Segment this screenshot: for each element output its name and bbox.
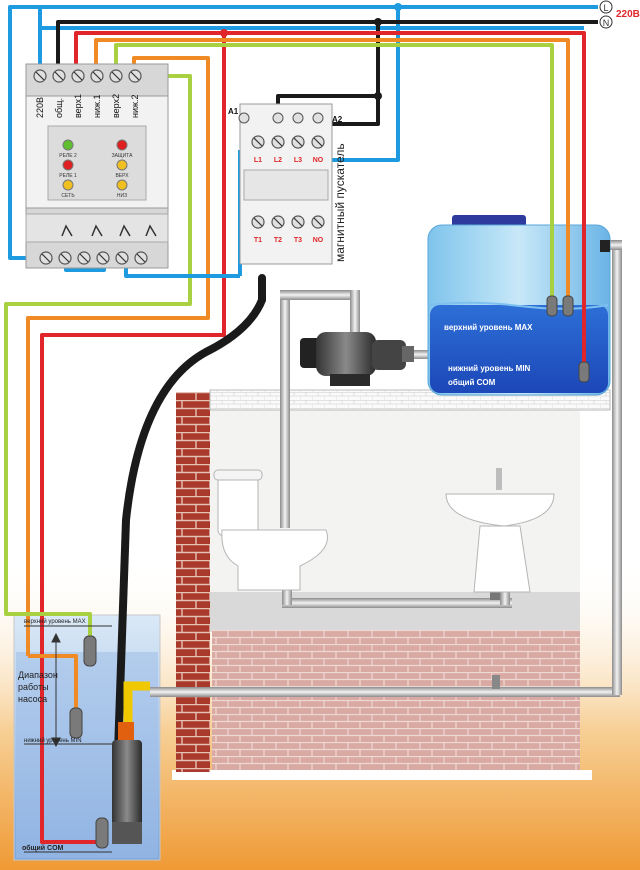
relay-terminal-screw-icon	[109, 69, 123, 83]
relay-terminal-label: ниж.2	[130, 94, 140, 118]
well-range-line-2: работы	[18, 682, 49, 692]
storage-tank	[427, 215, 611, 396]
relay-terminal-label: верх1	[73, 94, 83, 118]
relay-indicator-label: СЕТЬ	[61, 193, 75, 199]
contactor-bottom-terminal-label: T2	[274, 237, 282, 244]
submersible-pump	[112, 681, 150, 844]
relay-indicator-led-icon	[116, 159, 128, 171]
relay-indicator-led-icon	[62, 179, 74, 191]
basement-brick-wall	[212, 630, 580, 778]
tank-upper-level: верхний уровень MAX	[444, 323, 533, 332]
relay-indicator-led-icon	[116, 179, 128, 191]
relay-terminal-screw-icon	[115, 251, 129, 265]
contactor-title: магнитный пускатель	[333, 143, 347, 262]
relay-terminal-screw-icon	[58, 251, 72, 265]
pump-power-cable	[114, 274, 266, 756]
relay-terminal-screw-icon	[96, 251, 110, 265]
relay-indicator-led-icon	[62, 139, 74, 151]
contactor-top-terminal-label: NO	[313, 157, 324, 164]
pump-range-arrow	[24, 625, 112, 853]
contactor-terminal-screw-icon	[291, 215, 305, 229]
relay-terminal-label: ниж.1	[92, 94, 102, 118]
toilet	[213, 469, 328, 591]
relay-indicator-led-icon	[116, 139, 128, 151]
contactor-bottom-terminal-label: T1	[254, 237, 262, 244]
relay-terminal-label: верх2	[111, 94, 121, 118]
contactor-terminal-screw-icon	[271, 135, 285, 149]
phase-terminal-icon	[599, 0, 613, 14]
mains-supply: L N 220В	[599, 0, 640, 29]
transfer-pump	[300, 332, 414, 386]
relay-terminal-screw-icon	[39, 251, 53, 265]
tank-level-labels: верхний уровень MAX нижний уровень MIN о…	[444, 323, 533, 387]
well-level-labels: верхний уровень MAX Диапазон работы насо…	[18, 618, 86, 852]
coil-a2-label: A2	[332, 115, 343, 124]
neutral-symbol: N	[603, 18, 610, 28]
relay-terminal-screw-icon	[134, 251, 148, 265]
phase-symbol: L	[603, 3, 608, 13]
exterior-brick-column	[176, 392, 210, 772]
well-lower-level: нижний уровень MIN	[24, 737, 82, 744]
contactor-bottom-terminal-label: NO	[313, 237, 324, 244]
basement-frame	[172, 770, 592, 780]
relay-indicator-label: РЕЛЕ 2	[59, 153, 77, 159]
level-relay: 220В общ. верх1 ниж.1 верх2 ниж.2 РЕЛЕ 2 ЗАЩИТ…	[25, 63, 169, 269]
contactor-top-terminal-label: L2	[274, 157, 282, 164]
contactor-bottom-terminal-label: T3	[294, 237, 302, 244]
contactor-terminal-screw-icon	[251, 135, 265, 149]
relay-terminal-screw-icon	[77, 251, 91, 265]
relay-terminal-label: общ.	[54, 98, 64, 118]
contactor-top-terminal-label: L3	[294, 157, 302, 164]
junction-dots	[220, 3, 402, 100]
contactor-coil-screw-icon	[238, 112, 250, 124]
relay-indicator-led-icon	[62, 159, 74, 171]
relay-terminal-screw-icon	[52, 69, 66, 83]
relay-terminal-screw-icon	[71, 69, 85, 83]
float-switches	[69, 295, 590, 849]
contactor-terminal-screw-icon	[251, 215, 265, 229]
contactor-terminal-screw-icon	[311, 135, 325, 149]
relay-terminal-screw-icon	[128, 69, 142, 83]
relay-indicator-label: РЕЛЕ 1	[59, 173, 77, 179]
contactor-coil-screw-icon	[312, 112, 324, 124]
tank-common: общий COM	[448, 378, 496, 387]
well-common: общий COM	[22, 844, 64, 852]
mains-voltage: 220В	[616, 9, 640, 20]
relay-terminal-label: 220В	[35, 97, 45, 118]
contactor-terminal-screw-icon	[291, 135, 305, 149]
water-pipes	[150, 240, 622, 697]
well-range-line-3: насоса	[18, 694, 47, 704]
relay-terminal-screw-icon	[90, 69, 104, 83]
coil-a1-label: A1	[228, 107, 239, 116]
contactor-coil-screw-icon	[272, 112, 284, 124]
neutral-terminal-icon	[599, 15, 613, 29]
relay-terminal-screw-icon	[33, 69, 47, 83]
relay-indicator-label: НИЗ	[117, 193, 127, 199]
wash-basin	[445, 468, 555, 593]
relay-indicator-label: ЗАЩИТА	[112, 153, 134, 159]
contactor-terminal-screw-icon	[271, 215, 285, 229]
contactor-coil-screw-icon	[292, 112, 304, 124]
tank-lower-level: нижний уровень MIN	[448, 364, 531, 373]
well-upper-level: верхний уровень MAX	[24, 618, 86, 625]
relay-indicator-label: ВЕРХ	[115, 173, 129, 179]
contactor-terminal-screw-icon	[311, 215, 325, 229]
contactor-top-terminal-label: L1	[254, 157, 262, 164]
well-range-line-1: Диапазон	[18, 670, 58, 680]
